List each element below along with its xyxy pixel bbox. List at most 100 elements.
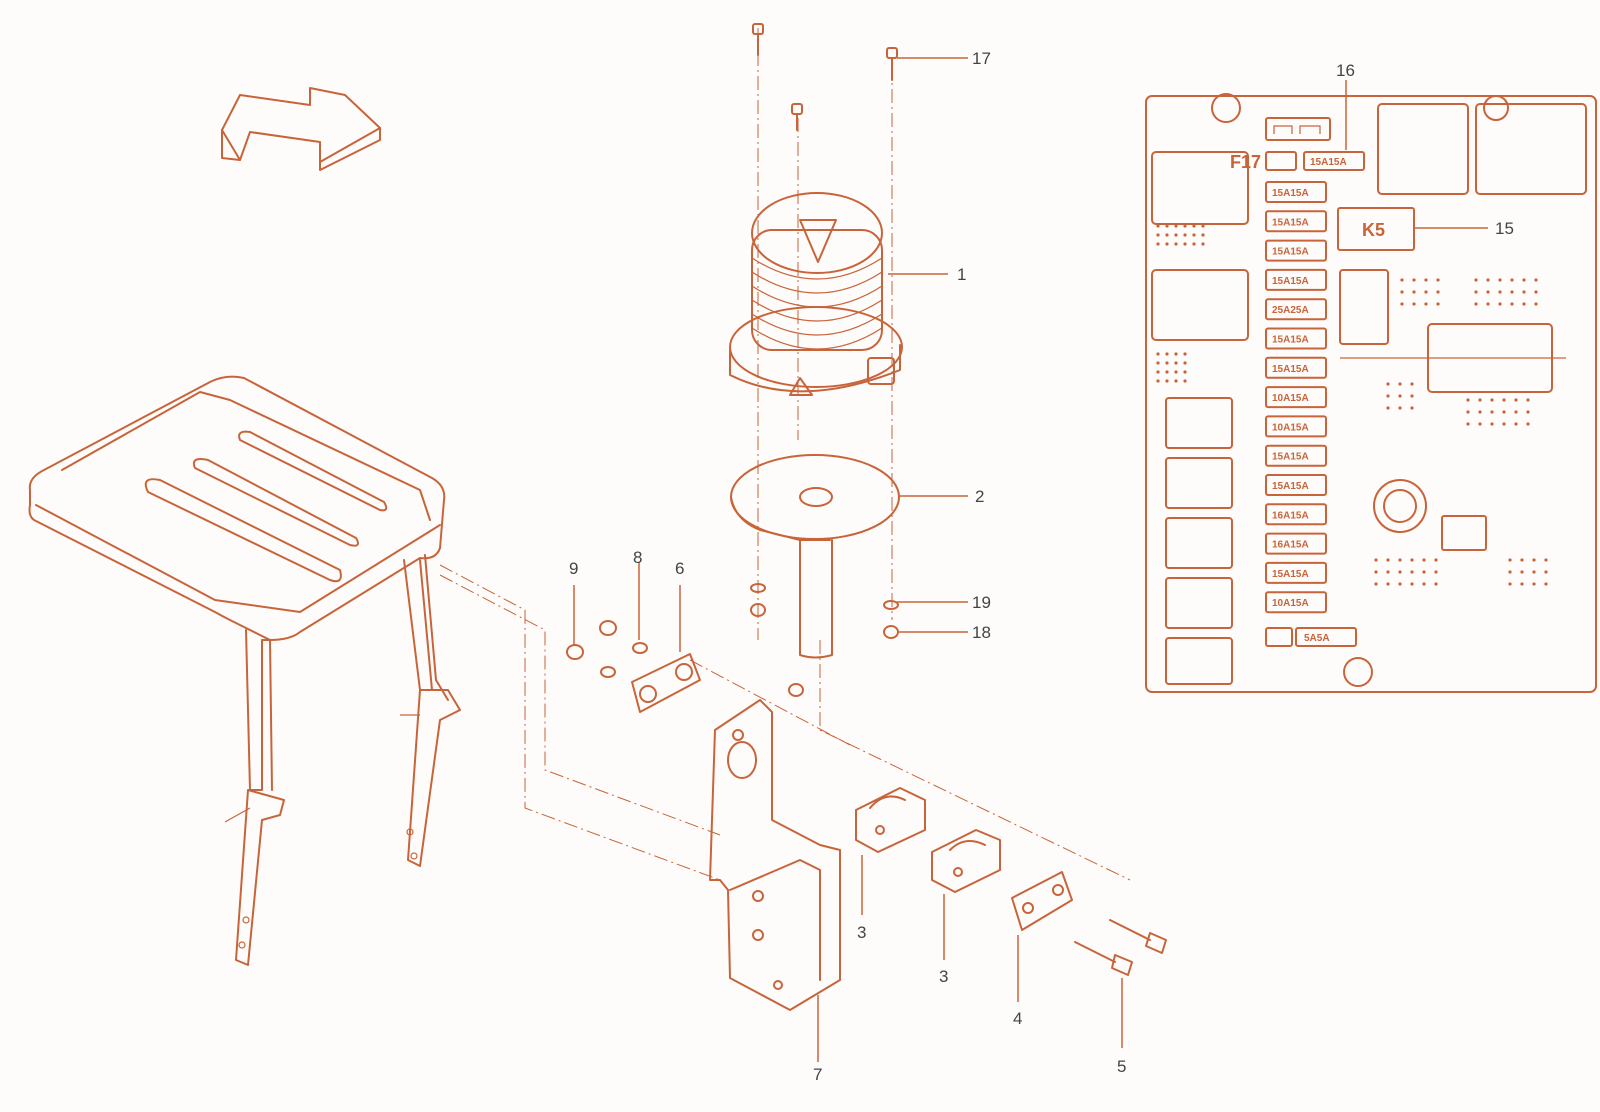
- contact-dot: [1174, 361, 1178, 365]
- callout-4: 4: [1013, 1009, 1022, 1028]
- contact-dot: [1520, 582, 1524, 586]
- contact-dot: [1165, 361, 1169, 365]
- fuse-slot: [1265, 386, 1327, 409]
- contact-dot: [1183, 379, 1187, 383]
- contact-dot: [1486, 290, 1490, 294]
- contact-dot: [1532, 570, 1536, 574]
- contact-dot: [1534, 302, 1538, 306]
- fuse-rating: 15A15A: [1272, 188, 1309, 199]
- contact-dot: [1490, 410, 1494, 414]
- callout-1: 1: [957, 265, 966, 284]
- callout-15: 15: [1495, 219, 1514, 238]
- contact-dot: [1466, 422, 1470, 426]
- contact-dot: [1478, 410, 1482, 414]
- contact-dot: [1398, 406, 1402, 410]
- contact-dot: [1544, 558, 1548, 562]
- callout-labels: 1 2 3 3 4 5 6 7 8 9 15 16 17 18 19: [569, 49, 1514, 1084]
- fuse-bottom-rating: 5A5A: [1304, 633, 1330, 644]
- contact-dot: [1201, 224, 1205, 228]
- fuse-slot: [1265, 210, 1327, 233]
- contact-dot: [1174, 370, 1178, 374]
- contact-dot: [1156, 379, 1160, 383]
- contact-dot: [1522, 290, 1526, 294]
- contact-dot: [1514, 422, 1518, 426]
- contact-dot: [1532, 582, 1536, 586]
- fuse-slot: [1265, 239, 1327, 262]
- contact-dot: [1544, 582, 1548, 586]
- fuse-label-f17: F17: [1230, 152, 1261, 172]
- contact-dot: [1532, 558, 1536, 562]
- contact-dot: [1474, 290, 1478, 294]
- contact-dot: [1422, 570, 1426, 574]
- contact-dot: [1520, 558, 1524, 562]
- contact-dot: [1466, 398, 1470, 402]
- fuse-slot: [1265, 474, 1327, 496]
- bracket: [709, 699, 841, 1011]
- contact-dot: [1156, 242, 1160, 246]
- fuse-rating: 15A15A: [1272, 217, 1309, 228]
- contact-dot: [1374, 558, 1378, 562]
- fuse-slot: [1265, 444, 1327, 467]
- contact-dot: [1526, 398, 1530, 402]
- contact-dot: [1510, 290, 1514, 294]
- contact-dot: [1165, 224, 1169, 228]
- fuse-box: F17 15A15A K5 5A5A 15A15A 15A15A 15A15A 15A…: [1145, 93, 1597, 693]
- contact-dot: [1183, 242, 1187, 246]
- contact-dot: [1422, 558, 1426, 562]
- contact-dot: [1400, 302, 1404, 306]
- fuse-f17-rating: 15A15A: [1310, 157, 1347, 168]
- callout-leaders: [573, 57, 1488, 1062]
- contact-dot: [1183, 224, 1187, 228]
- contact-dot: [1502, 410, 1506, 414]
- spacer-plate: [631, 653, 701, 713]
- callout-6: 6: [675, 559, 684, 578]
- contact-dot: [1410, 558, 1414, 562]
- contact-dot: [1490, 398, 1494, 402]
- callout-8: 8: [633, 548, 642, 567]
- contact-dot: [1410, 582, 1414, 586]
- contact-dot: [1508, 582, 1512, 586]
- clamp-halves: [855, 787, 1001, 893]
- fuse-column: 15A15A15A15A15A15A15A15A25A25A15A15A15A1…: [1265, 181, 1327, 614]
- fuse-rating: 15A15A: [1272, 335, 1309, 346]
- relay-label-k5: K5: [1362, 220, 1385, 240]
- contact-dot: [1174, 352, 1178, 356]
- contact-dot: [1165, 242, 1169, 246]
- contact-dot: [1410, 394, 1414, 398]
- fuse-rating: 16A15A: [1272, 510, 1309, 521]
- contact-dot: [1436, 278, 1440, 282]
- callout-7: 7: [813, 1065, 822, 1084]
- fuse-rating: 15A15A: [1272, 569, 1309, 580]
- contact-dot: [1400, 290, 1404, 294]
- contact-dot: [1386, 382, 1390, 386]
- callout-19: 19: [972, 593, 991, 612]
- contact-dot: [1514, 410, 1518, 414]
- contact-dot: [1410, 570, 1414, 574]
- contact-dot: [1192, 233, 1196, 237]
- contact-dot: [1412, 278, 1416, 282]
- fuse-slot: [1265, 591, 1327, 614]
- callout-3b: 3: [939, 967, 948, 986]
- contact-dot: [1201, 242, 1205, 246]
- contact-dot: [1386, 582, 1390, 586]
- fuse-slot: [1265, 415, 1327, 438]
- contact-dot: [1183, 370, 1187, 374]
- clamp-plate: [1011, 871, 1073, 931]
- contact-dot: [1486, 278, 1490, 282]
- callout-9: 9: [569, 559, 578, 578]
- assembly-leader-lines: [439, 28, 1131, 881]
- screw-parts: [752, 23, 898, 131]
- contact-dot: [1508, 558, 1512, 562]
- fuse-slot: [1265, 327, 1327, 350]
- fuse-rating: 10A15A: [1272, 598, 1309, 609]
- contact-dot: [1374, 582, 1378, 586]
- contact-dot: [1156, 352, 1160, 356]
- contact-dot: [1174, 379, 1178, 383]
- contact-dot: [1490, 422, 1494, 426]
- contact-dot: [1510, 302, 1514, 306]
- contact-dot-grid: [1156, 224, 1548, 586]
- fuse-slot: [1265, 503, 1327, 526]
- contact-dot: [1156, 361, 1160, 365]
